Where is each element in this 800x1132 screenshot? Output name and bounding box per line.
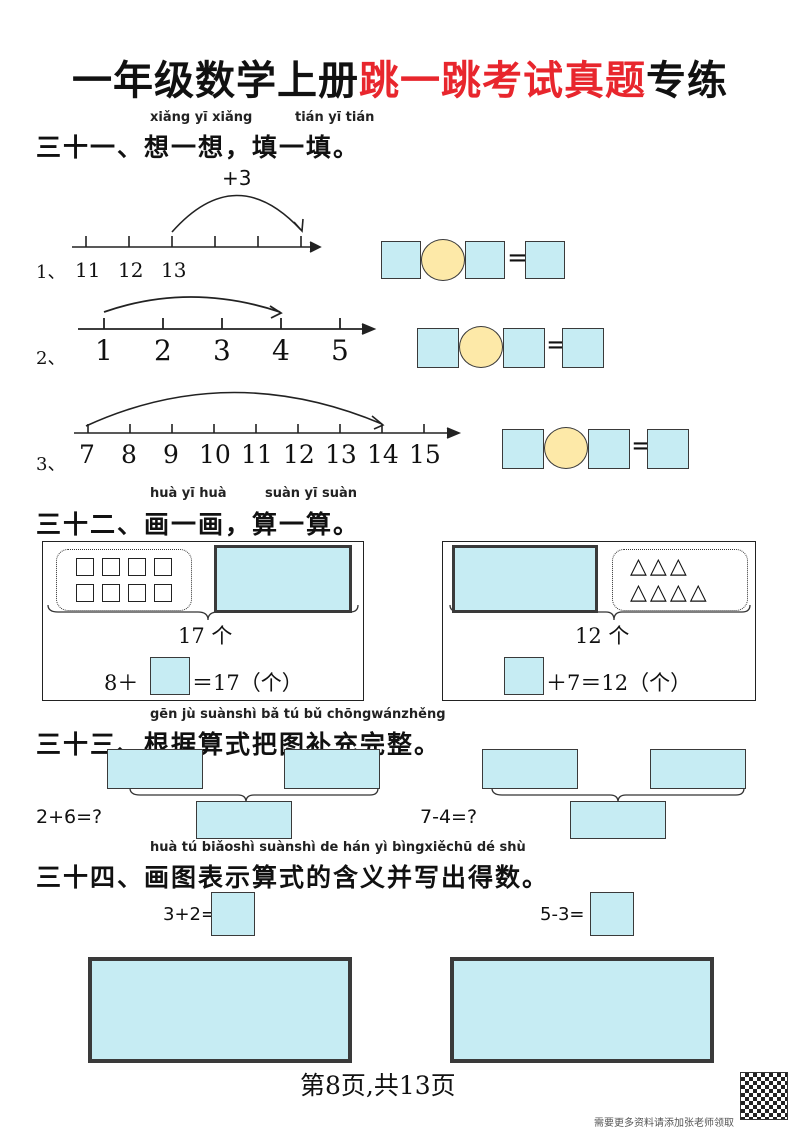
square-icon	[76, 584, 94, 602]
page-title: 一年级数学上册跳一跳考试真题专练	[0, 48, 800, 106]
answer-box[interactable]	[381, 241, 421, 279]
square-icon	[102, 584, 120, 602]
answer-box[interactable]	[647, 429, 689, 469]
s32-pinyin-2: suàn yī suàn	[265, 486, 358, 501]
eq-left-b: ＝17（个）	[192, 671, 303, 695]
item-2-number: 2、	[36, 348, 66, 369]
operator-circle[interactable]	[544, 427, 588, 469]
operator-circle[interactable]	[459, 326, 503, 368]
part-box[interactable]	[482, 749, 578, 789]
s33-heading: 三十三、根据算式把图补充完整。	[36, 730, 442, 759]
tick-label: 2	[154, 334, 172, 367]
number-line-1	[72, 194, 322, 253]
s34-left-expr: 3+2=	[163, 904, 217, 925]
square-icon	[128, 558, 146, 576]
tick-label: 11	[241, 440, 273, 469]
answer-box[interactable]	[150, 657, 190, 695]
triangle-icons: △△△△	[630, 580, 710, 605]
eq-right-b: ＋7＝12（个）	[546, 671, 692, 695]
answer-box[interactable]	[525, 241, 565, 279]
s31-heading: 三十一、想一想，填一填。	[36, 133, 361, 162]
answer-box[interactable]	[588, 429, 630, 469]
square-icon	[154, 584, 172, 602]
tick-label: 7	[79, 440, 95, 469]
square-icon	[102, 558, 120, 576]
s33-left-expr: 2+6=?	[36, 806, 103, 828]
s32-pinyin-1: huà yī huà	[150, 486, 227, 501]
s32-right-frame	[442, 541, 756, 701]
tick-label: 15	[409, 440, 441, 469]
draw-area-left[interactable]	[214, 545, 352, 613]
square-icon	[76, 558, 94, 576]
squares-group	[56, 549, 192, 611]
part-box[interactable]	[107, 749, 203, 789]
whole-box[interactable]	[196, 801, 292, 839]
page-number: 第8页,共13页	[300, 1071, 456, 1100]
equals-sign: =	[507, 243, 529, 273]
square-icon	[128, 584, 146, 602]
answer-box[interactable]	[504, 657, 544, 695]
answer-box[interactable]	[562, 328, 604, 368]
draw-area-right[interactable]	[452, 545, 598, 613]
s32-left-frame	[42, 541, 364, 701]
number-line-2	[78, 296, 377, 335]
tick-label: 12	[118, 258, 144, 282]
title-part2: 跳一跳考试真题	[359, 58, 646, 104]
s32-heading: 三十二、画一画，算一算。	[36, 510, 361, 539]
tick-label: 13	[161, 258, 187, 282]
number-line-3	[74, 391, 462, 439]
square-icon	[154, 558, 172, 576]
s31-pinyin-2: tián yī tián	[295, 110, 375, 125]
title-part3: 专练	[646, 58, 728, 104]
item-1-number: 1、	[36, 262, 66, 283]
part-box[interactable]	[650, 749, 746, 789]
tick-label: 9	[163, 440, 179, 469]
draw-area-left[interactable]	[88, 957, 352, 1063]
tick-label: 3	[213, 334, 231, 367]
s33-braces	[129, 787, 745, 803]
s33-pinyin: gēn jù suànshì bǎ tú bǔ chōngwánzhěng	[150, 707, 446, 722]
answer-box[interactable]	[417, 328, 459, 368]
tick-label: 11	[75, 258, 101, 282]
tick-label: 10	[199, 440, 231, 469]
qr-code-icon	[740, 1072, 788, 1120]
triangle-icons: △△△	[630, 554, 690, 579]
part-box[interactable]	[284, 749, 380, 789]
answer-box[interactable]	[211, 892, 255, 936]
s34-heading: 三十四、画图表示算式的含义并写出得数。	[36, 863, 550, 892]
title-part1: 一年级数学上册	[72, 58, 359, 104]
tick-label: 12	[283, 440, 315, 469]
tick-label: 5	[331, 334, 349, 367]
tick-label: 13	[325, 440, 357, 469]
tick-label: 4	[272, 334, 290, 367]
arc-label: +3	[222, 166, 252, 190]
answer-box[interactable]	[590, 892, 634, 936]
item-3-number: 3、	[36, 454, 66, 475]
footer-note: 需要更多资料请添加张老师领取	[594, 1118, 734, 1129]
s34-pinyin: huà tú biǎoshì suànshì de hán yì bìngxiě…	[150, 840, 526, 855]
eq-left-a: 8＋	[104, 671, 139, 695]
triangles-group	[612, 549, 748, 611]
s31-pinyin-1: xiǎng yī xiǎng	[150, 110, 253, 125]
answer-box[interactable]	[502, 429, 544, 469]
operator-circle[interactable]	[421, 239, 465, 281]
whole-box[interactable]	[570, 801, 666, 839]
s34-right-expr: 5-3=	[540, 904, 585, 925]
answer-box[interactable]	[465, 241, 505, 279]
total-label-right: 12 个	[575, 624, 630, 648]
total-label-left: 17 个	[178, 624, 233, 648]
s33-right-expr: 7-4=?	[420, 806, 478, 828]
draw-area-right[interactable]	[450, 957, 714, 1063]
tick-label: 8	[121, 440, 137, 469]
tick-label: 14	[367, 440, 399, 469]
answer-box[interactable]	[503, 328, 545, 368]
tick-label: 1	[95, 334, 113, 367]
